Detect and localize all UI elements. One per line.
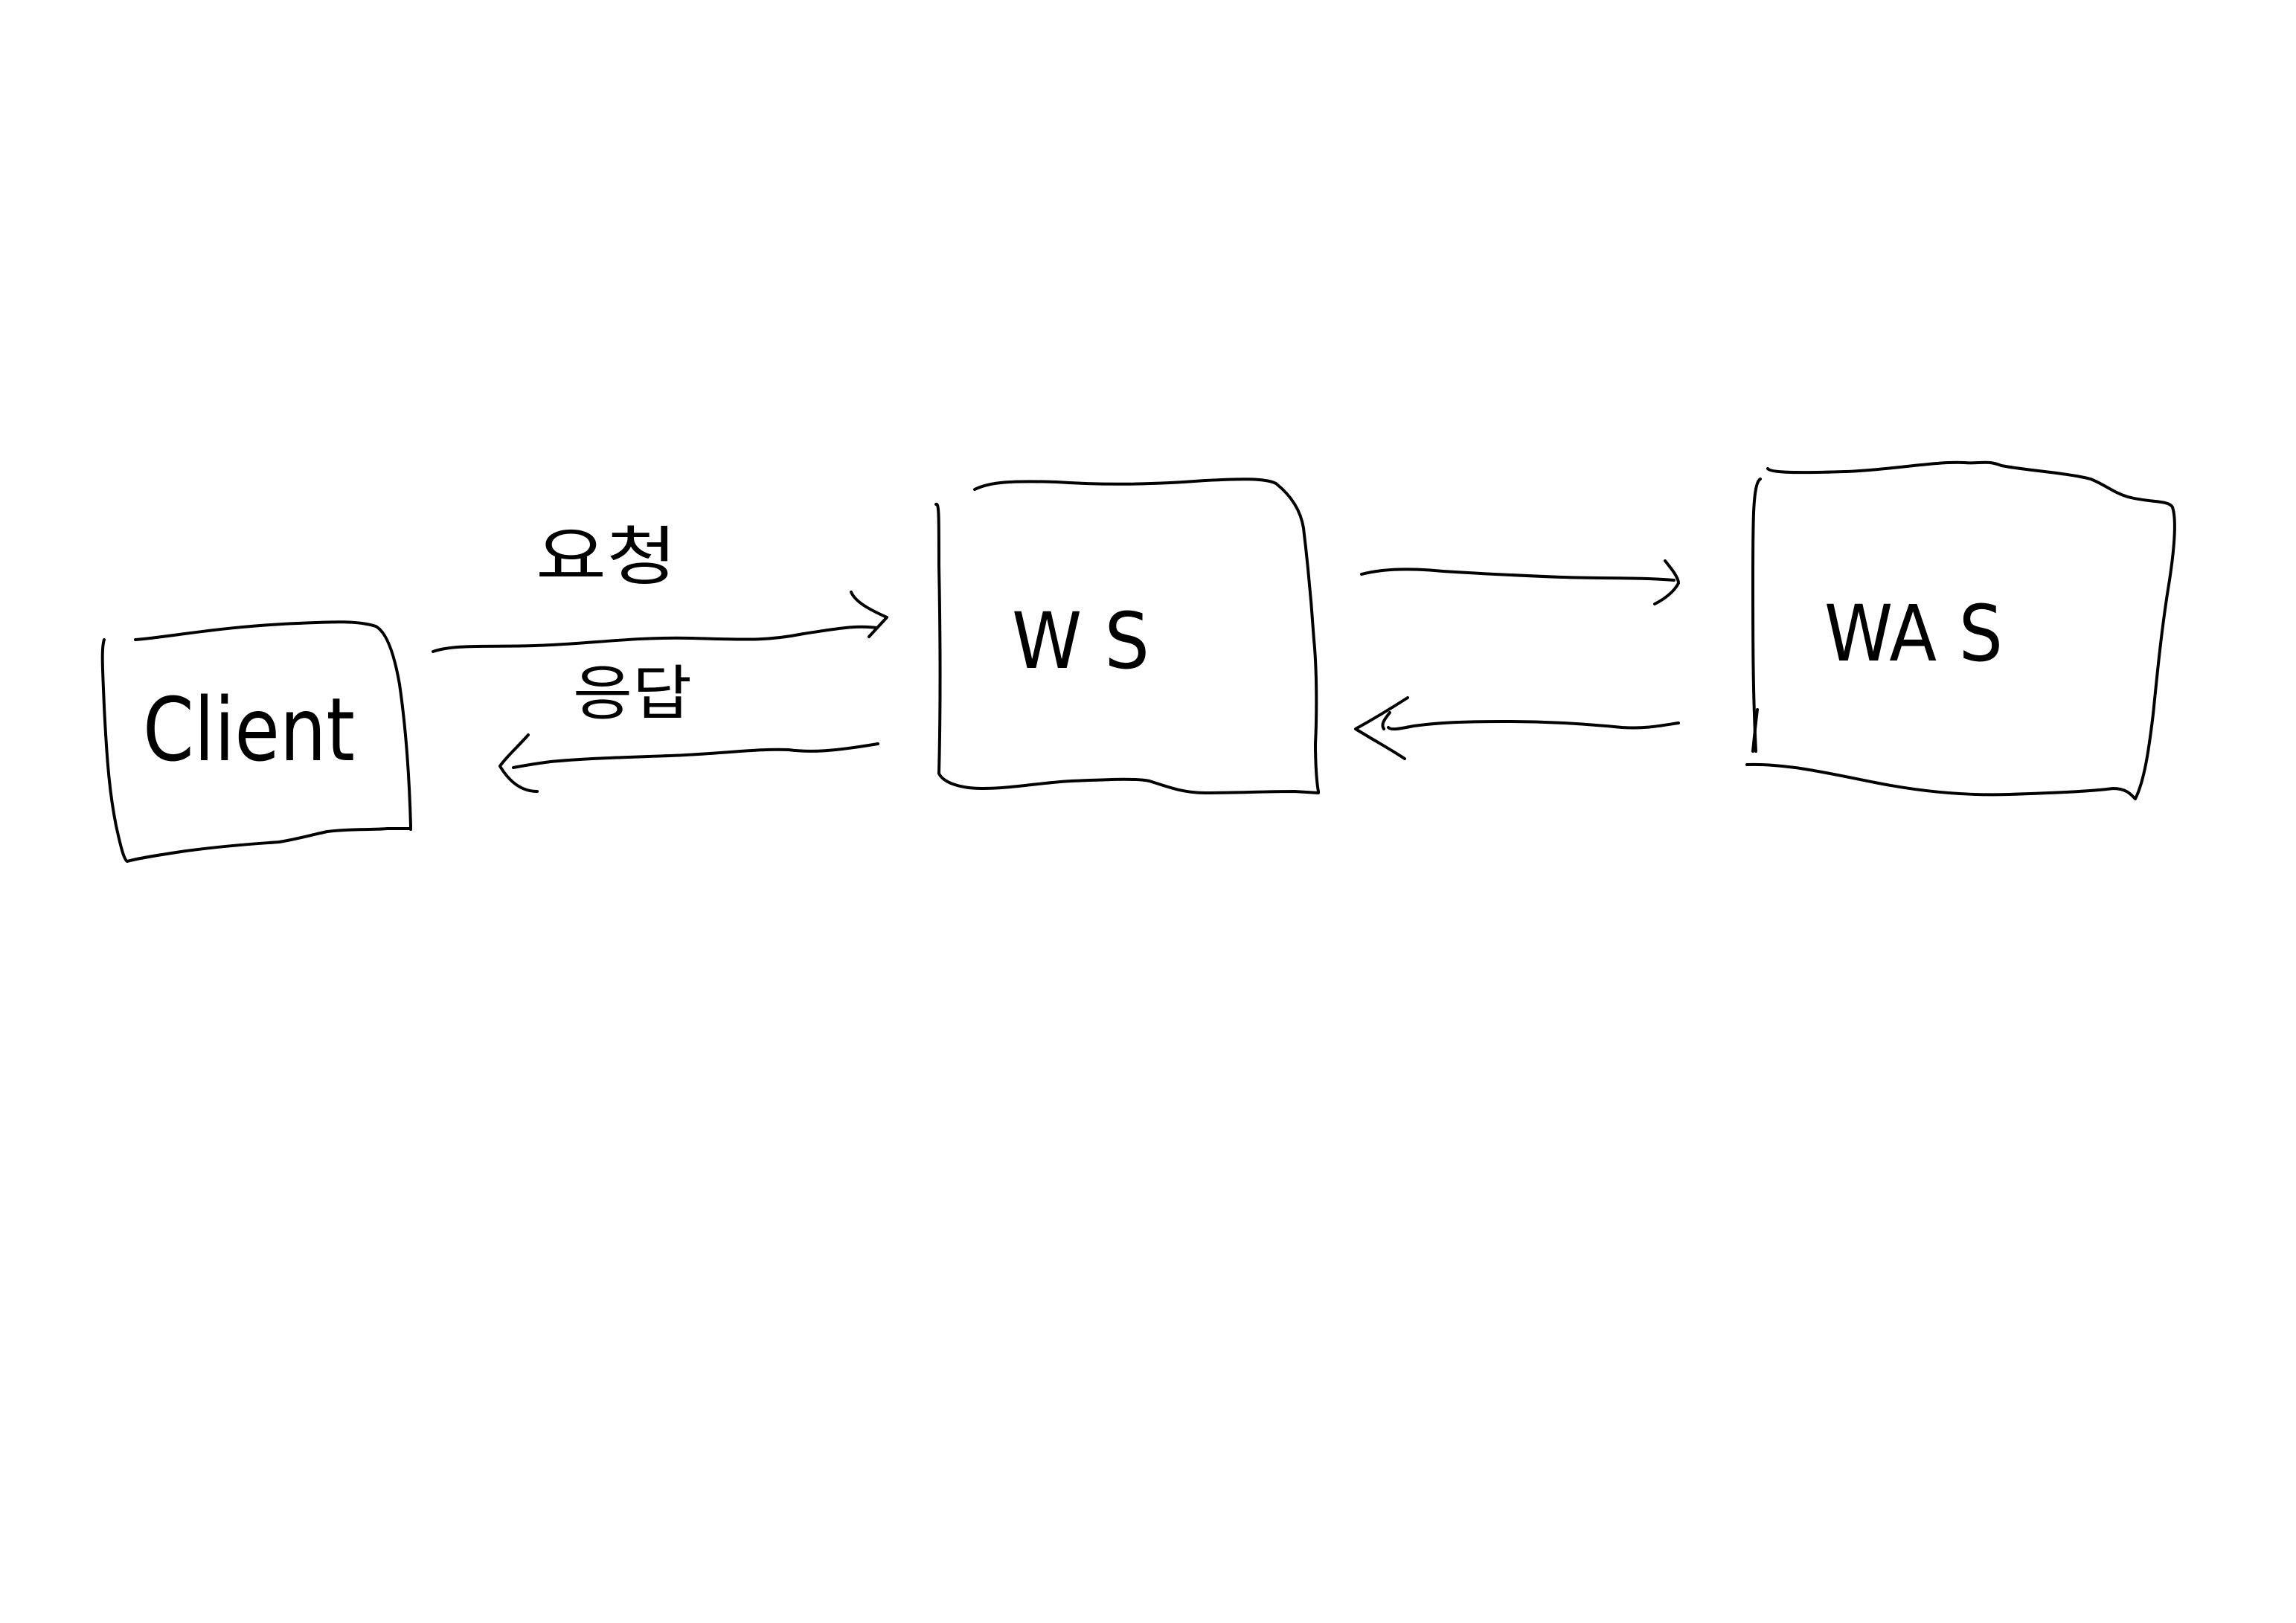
- edge-ws-to-was: [1360, 559, 1680, 605]
- arrow-was-ws-line: [1387, 720, 1680, 731]
- ws-label: W S: [1012, 596, 1149, 687]
- was-box-tail: [1751, 708, 1759, 753]
- was-label: WA S: [1824, 588, 2003, 679]
- ws-box: [934, 478, 1320, 794]
- was-node: WA S: [1745, 460, 2176, 800]
- arrow-response-line: [512, 742, 879, 769]
- arrow-ws-was-line: [1360, 568, 1675, 582]
- ws-node: W S: [934, 478, 1320, 794]
- arrow-request-line: [432, 625, 878, 653]
- edge-was-to-ws: [1354, 696, 1680, 760]
- arrow-was-ws-head-inner: [1381, 711, 1391, 730]
- client-node: Client: [100, 620, 412, 863]
- was-box: [1745, 460, 2176, 800]
- arrow-request-head: [850, 591, 888, 638]
- arrow-was-ws-head: [1354, 696, 1409, 760]
- edge-request-label: 요청: [536, 520, 677, 594]
- arrow-response-head: [498, 733, 539, 793]
- client-box: [100, 620, 412, 863]
- client-label: Client: [143, 678, 355, 781]
- edge-response-label: 응답: [573, 659, 692, 728]
- edge-client-to-ws: 요청: [432, 520, 888, 653]
- arrow-ws-was-head: [1653, 559, 1680, 605]
- edge-ws-to-client: 응답: [498, 659, 879, 793]
